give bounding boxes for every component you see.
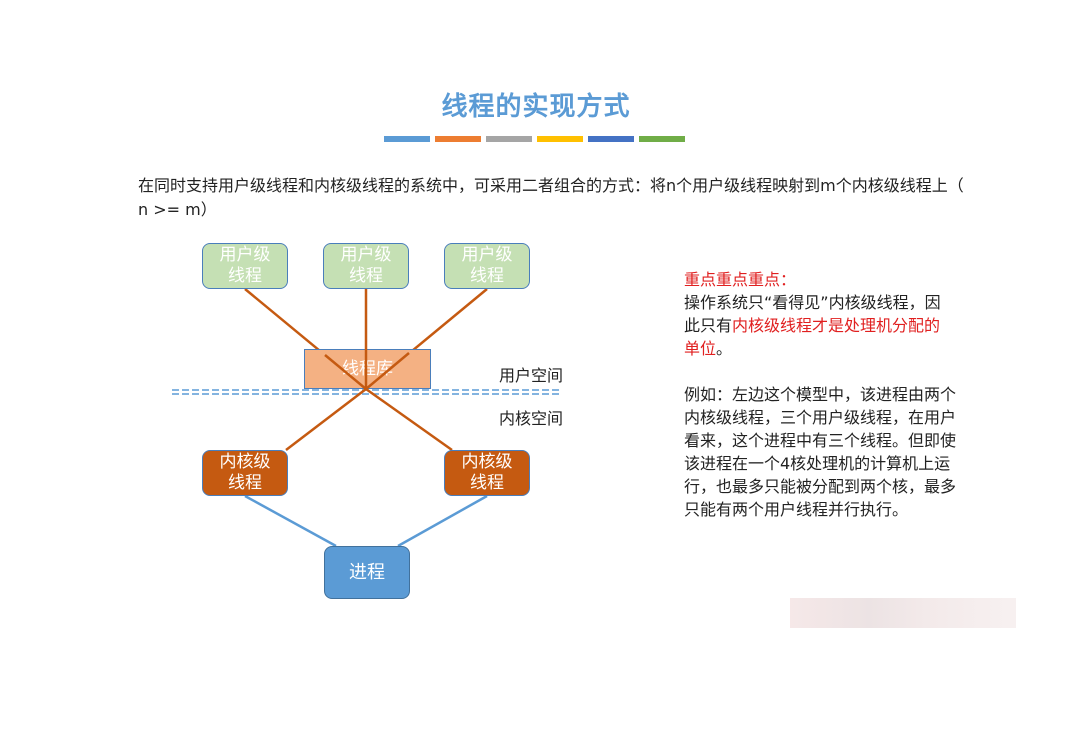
mapping-line: [365, 387, 453, 452]
notes-paragraph-2: 例如：左边这个模型中，该进程由两个内核级线程，三个用户级线程，在用户看来，这个进…: [684, 385, 957, 519]
kernel-thread-box: 内核级线程: [444, 450, 530, 496]
kernel-thread-label-2: 线程: [470, 473, 504, 493]
user-thread-box: 用户级线程: [323, 243, 409, 289]
title-color-segment: [588, 136, 634, 142]
title-color-segment: [537, 136, 583, 142]
thread-library-box: 线程库: [304, 349, 431, 389]
notes-spacer: [684, 360, 956, 383]
intro-text: 在同时支持用户级线程和内核级线程的系统中，可采用二者组合的方式：将n个用户级线程…: [138, 176, 964, 219]
user-space-label: 用户空间: [499, 366, 564, 385]
process-link-line: [244, 494, 337, 548]
title-color-segment: [435, 136, 481, 142]
user-thread-box: 用户级线程: [444, 243, 530, 289]
process-label: 进程: [349, 562, 385, 583]
user-thread-label-1: 用户级: [340, 245, 392, 265]
notes-p1-end: 。: [716, 339, 733, 358]
title-color-segment: [486, 136, 532, 142]
kernel-thread-label-1: 内核级: [219, 452, 271, 472]
user-thread-label-2: 线程: [349, 266, 383, 286]
kernel-thread-box: 内核级线程: [202, 450, 288, 496]
user-thread-label-2: 线程: [470, 266, 504, 286]
user-thread-label-1: 用户级: [219, 245, 271, 265]
user-thread-box: 用户级线程: [202, 243, 288, 289]
user-thread-label-1: 用户级: [461, 245, 513, 265]
user-thread-label-2: 线程: [228, 266, 262, 286]
blurred-watermark: [790, 598, 1016, 628]
kernel-thread-label-2: 线程: [228, 473, 262, 493]
kernel-thread-label-1: 内核级: [461, 452, 513, 472]
process-box: 进程: [324, 546, 410, 599]
mapping-line: [285, 388, 367, 451]
title-color-segment: [384, 136, 430, 142]
notes-panel: 重点重点重点： 操作系统只“看得见”内核级线程，因此只有内核级线程才是处理机分配…: [684, 268, 956, 521]
title-color-segment: [639, 136, 685, 142]
notes-heading: 重点重点重点：: [684, 270, 797, 289]
notes-paragraph-1: 操作系统只“看得见”内核级线程，因此只有内核级线程才是处理机分配的单位。: [684, 291, 956, 360]
title-color-bar: [384, 136, 685, 142]
process-link-line: [397, 494, 488, 548]
thread-library-label: 线程库: [342, 358, 393, 379]
notes-p1-highlight: 内核级线程才是处理机分配的单位: [684, 316, 941, 358]
notes-p1-text: 操作系统只“看得见”内核级线程，因此只有: [684, 293, 941, 335]
kernel-space-label: 内核空间: [499, 409, 564, 428]
slide-title: 线程的实现方式: [441, 92, 631, 122]
